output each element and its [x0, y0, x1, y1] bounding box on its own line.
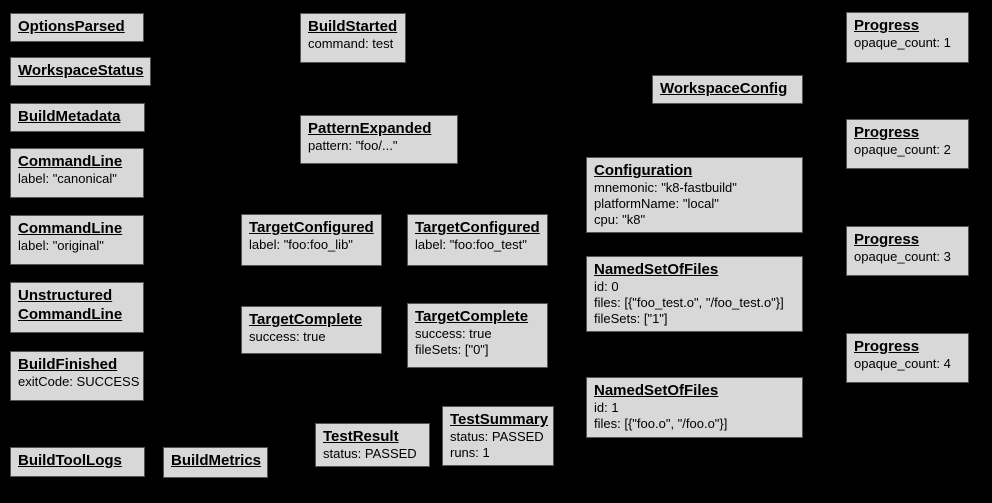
node-build-tool-logs: BuildToolLogs	[10, 447, 145, 477]
node-field: opaque_count: 2	[854, 142, 951, 157]
node-title: WorkspaceStatus	[18, 62, 144, 79]
node-command-line-original: CommandLine label: "original"	[10, 215, 144, 265]
node-title: BuildMetadata	[18, 108, 121, 125]
node-title: PatternExpanded	[308, 120, 432, 137]
node-test-summary: TestSummary status: PASSED runs: 1	[442, 406, 554, 466]
node-title: BuildToolLogs	[18, 452, 122, 469]
node-title: TestResult	[323, 428, 399, 445]
node-field: files: [{"foo.o", "/foo.o"}]	[594, 416, 728, 431]
node-field: id: 0	[594, 279, 619, 294]
node-field: label: "canonical"	[18, 171, 117, 186]
node-pattern-expanded: PatternExpanded pattern: "foo/..."	[300, 115, 458, 164]
node-configuration: Configuration mnemonic: "k8-fastbuild" p…	[586, 157, 803, 233]
node-field: label: "foo:foo_test"	[415, 237, 527, 252]
node-field: status: PASSED	[450, 429, 544, 444]
node-field: success: true	[249, 329, 326, 344]
node-test-result: TestResult status: PASSED	[315, 423, 430, 467]
node-workspace-status: WorkspaceStatus	[10, 57, 151, 86]
node-field: fileSets: ["0"]	[415, 342, 489, 357]
node-progress-4: Progress opaque_count: 4	[846, 333, 969, 383]
node-title: Configuration	[594, 162, 693, 179]
node-title: TestSummary	[450, 411, 549, 428]
node-field: success: true	[415, 326, 492, 341]
node-title: TargetConfigured	[415, 219, 540, 236]
node-field: command: test	[308, 36, 394, 51]
node-title: BuildStarted	[308, 18, 398, 35]
node-field: runs: 1	[450, 445, 490, 460]
node-title: BuildFinished	[18, 356, 118, 373]
node-title: TargetComplete	[415, 308, 529, 325]
node-workspace-config: WorkspaceConfig	[652, 75, 803, 104]
node-title: NamedSetOfFiles	[594, 261, 719, 278]
node-progress-2: Progress opaque_count: 2	[846, 119, 969, 169]
node-field: mnemonic: "k8-fastbuild"	[594, 180, 737, 195]
node-named-set-of-files-1: NamedSetOfFiles id: 1 files: [{"foo.o", …	[586, 377, 803, 438]
node-field: pattern: "foo/..."	[308, 138, 398, 153]
node-field: opaque_count: 4	[854, 356, 951, 371]
node-title: OptionsParsed	[18, 18, 125, 35]
node-title: BuildMetrics	[171, 452, 262, 469]
node-title: CommandLine	[18, 306, 123, 323]
node-target-configured-foo-lib: TargetConfigured label: "foo:foo_lib"	[241, 214, 382, 266]
node-title: CommandLine	[18, 153, 123, 170]
node-progress-1: Progress opaque_count: 1	[846, 12, 969, 63]
node-title: Unstructured	[18, 287, 113, 304]
node-options-parsed: OptionsParsed	[10, 13, 144, 42]
node-title: NamedSetOfFiles	[594, 382, 719, 399]
node-build-finished: BuildFinished exitCode: SUCCESS	[10, 351, 144, 401]
node-field: opaque_count: 3	[854, 249, 951, 264]
node-field: fileSets: ["1"]	[594, 311, 668, 326]
node-field: opaque_count: 1	[854, 35, 951, 50]
node-build-started: BuildStarted command: test	[300, 13, 406, 63]
node-field: status: PASSED	[323, 446, 417, 461]
node-title: TargetComplete	[249, 311, 363, 328]
node-named-set-of-files-0: NamedSetOfFiles id: 0 files: [{"foo_test…	[586, 256, 803, 332]
node-field: label: "original"	[18, 238, 104, 253]
node-title: Progress	[854, 338, 920, 355]
node-build-metadata: BuildMetadata	[10, 103, 145, 132]
node-title: Progress	[854, 17, 920, 34]
node-field: cpu: "k8"	[594, 212, 646, 227]
node-unstructured-command-line: Unstructured CommandLine	[10, 282, 144, 333]
node-target-complete-foo-lib: TargetComplete success: true	[241, 306, 382, 354]
node-build-metrics: BuildMetrics	[163, 447, 268, 478]
node-title: CommandLine	[18, 220, 123, 237]
node-target-configured-foo-test: TargetConfigured label: "foo:foo_test"	[407, 214, 548, 266]
node-field: platformName: "local"	[594, 196, 719, 211]
node-title: WorkspaceConfig	[660, 80, 788, 97]
node-target-complete-foo-test: TargetComplete success: true fileSets: […	[407, 303, 548, 368]
node-field: id: 1	[594, 400, 619, 415]
node-field: exitCode: SUCCESS	[18, 374, 140, 389]
node-field: label: "foo:foo_lib"	[249, 237, 353, 252]
node-command-line-canonical: CommandLine label: "canonical"	[10, 148, 144, 198]
node-title: Progress	[854, 231, 920, 248]
node-field: files: [{"foo_test.o", "/foo_test.o"}]	[594, 295, 784, 310]
node-progress-3: Progress opaque_count: 3	[846, 226, 969, 276]
node-title: Progress	[854, 124, 920, 141]
node-title: TargetConfigured	[249, 219, 374, 236]
